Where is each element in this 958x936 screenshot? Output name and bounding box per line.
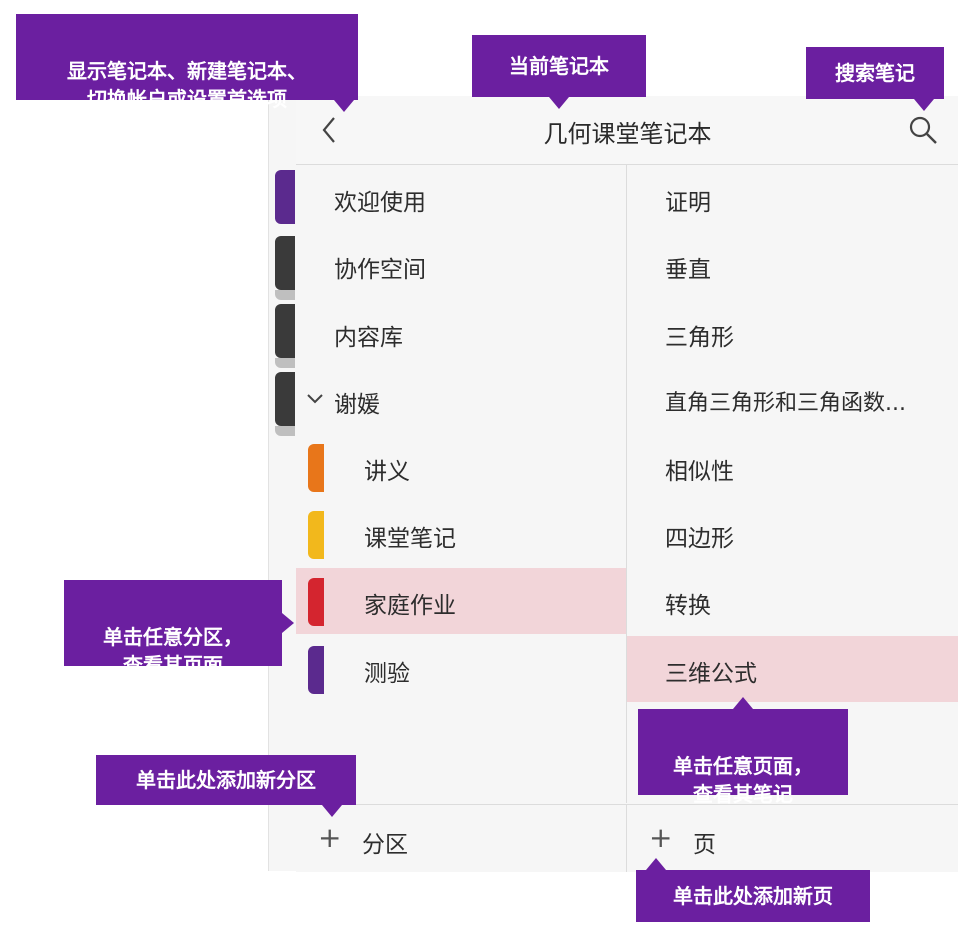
section-label: 协作空间 xyxy=(334,257,426,283)
plus-icon: + xyxy=(649,821,673,854)
section-color-tab xyxy=(308,578,324,626)
section-item-quiz[interactable]: 测验 xyxy=(296,636,626,702)
section-label: 课堂笔记 xyxy=(364,526,456,552)
section-item-homework[interactable]: 家庭作业 xyxy=(296,568,626,634)
section-group-student[interactable]: 谢媛 xyxy=(296,367,626,433)
callout-page-select: 单击任意页面， 查看其笔记 xyxy=(638,697,848,806)
add-page-button[interactable]: + 页 xyxy=(627,804,958,872)
search-button[interactable] xyxy=(907,114,939,146)
callout-text: 搜索笔记 xyxy=(835,61,915,85)
plus-icon: + xyxy=(318,821,342,854)
page-item[interactable]: 转换 xyxy=(627,568,958,634)
section-item-handouts[interactable]: 讲义 xyxy=(296,434,626,500)
page-item[interactable]: 相似性 xyxy=(627,434,958,500)
page-label: 三维公式 xyxy=(665,661,757,687)
callout-search: 搜索笔记 xyxy=(806,47,944,111)
section-group-label: 谢媛 xyxy=(334,392,380,418)
page-label: 相似性 xyxy=(665,459,734,485)
notebook-title: 几何课堂笔记本 xyxy=(543,120,712,148)
callout-text: 单击此处添加新分区 xyxy=(136,768,316,792)
chevron-down-icon xyxy=(307,394,323,404)
page-item[interactable]: 三角形 xyxy=(627,300,958,366)
callout-text: 显示笔记本、新建笔记本、 切换帐户或设置首选项 xyxy=(67,59,307,111)
notebook-tab-4[interactable] xyxy=(275,372,295,436)
section-color-tab xyxy=(308,511,324,559)
callout-current-notebook: 当前笔记本 xyxy=(472,35,646,109)
header-bar: 几何课堂笔记本 xyxy=(296,96,958,165)
callout-text: 当前笔记本 xyxy=(509,54,609,78)
section-label: 欢迎使用 xyxy=(334,190,426,216)
section-label: 测验 xyxy=(364,661,410,687)
page-list: 证明 垂直 三角形 直角三角形和三角函数... 相似性 四边形 转换 三维公式 xyxy=(627,165,958,803)
callout-text: 单击此处添加新页 xyxy=(673,884,833,908)
page-item[interactable]: 证明 xyxy=(627,165,958,231)
section-item-class-notes[interactable]: 课堂笔记 xyxy=(296,501,626,567)
chevron-left-icon xyxy=(322,117,335,143)
callout-notebooks: 显示笔记本、新建笔记本、 切换帐户或设置首选项 xyxy=(16,14,358,112)
section-color-tab xyxy=(308,646,324,694)
notebook-tab-1[interactable] xyxy=(275,170,295,224)
page-item[interactable]: 四边形 xyxy=(627,501,958,567)
callout-text: 单击任意分区， 查看其页面 xyxy=(103,625,243,677)
section-label: 讲义 xyxy=(364,459,410,485)
callout-text: 单击任意页面， 查看其笔记 xyxy=(673,754,813,806)
page-label: 直角三角形和三角函数... xyxy=(665,391,906,416)
page-label: 证明 xyxy=(665,190,711,216)
section-label: 家庭作业 xyxy=(364,593,456,619)
notebook-tab-2[interactable] xyxy=(275,236,295,300)
section-label: 内容库 xyxy=(334,325,403,351)
callout-add-section: 单击此处添加新分区 xyxy=(96,755,356,817)
page-label: 四边形 xyxy=(665,526,734,552)
section-item-welcome[interactable]: 欢迎使用 xyxy=(296,165,626,231)
section-item-collab[interactable]: 协作空间 xyxy=(296,232,626,298)
callout-section-select: 单击任意分区， 查看其页面 xyxy=(64,580,294,677)
page-label: 垂直 xyxy=(665,257,711,283)
page-item[interactable]: 直角三角形和三角函数... xyxy=(627,367,958,433)
notebook-tab-3[interactable] xyxy=(275,304,295,368)
page-label: 三角形 xyxy=(665,325,734,351)
search-icon xyxy=(909,116,937,144)
section-item-library[interactable]: 内容库 xyxy=(296,300,626,366)
onenote-app: 几何课堂笔记本 欢迎使用 协作空间 内容库 谢媛 讲义 xyxy=(268,96,958,872)
back-button[interactable] xyxy=(316,114,344,146)
add-page-label: 页 xyxy=(693,832,716,858)
add-section-button[interactable]: + 分区 xyxy=(296,804,627,872)
section-list: 欢迎使用 协作空间 内容库 谢媛 讲义 课堂笔记 家庭作业 测验 xyxy=(296,165,627,803)
callout-add-page: 单击此处添加新页 xyxy=(636,858,870,922)
add-section-label: 分区 xyxy=(362,832,408,858)
page-item[interactable]: 垂直 xyxy=(627,232,958,298)
page-item-selected[interactable]: 三维公式 xyxy=(627,636,958,702)
page-label: 转换 xyxy=(665,593,711,619)
section-color-tab xyxy=(308,444,324,492)
